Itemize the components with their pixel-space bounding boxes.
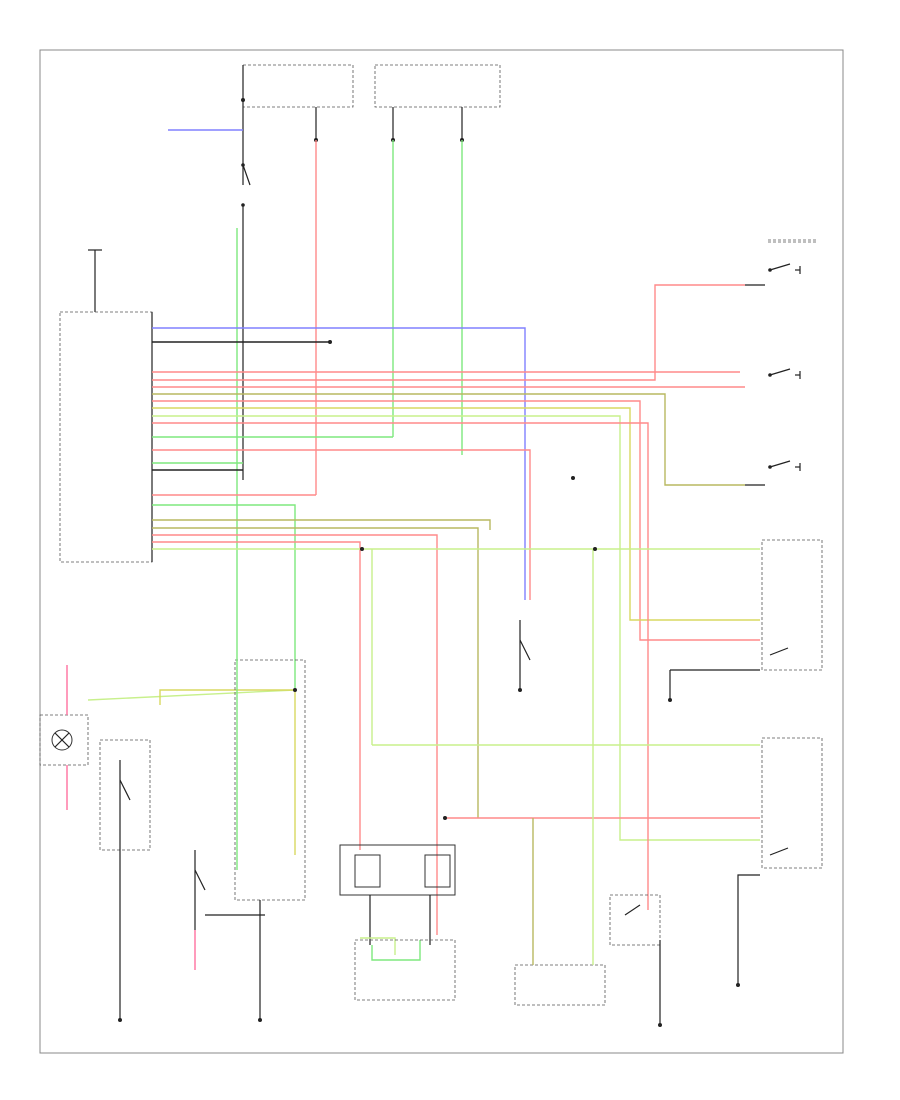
top-switch [241, 163, 251, 207]
wire-red-2 [152, 284, 745, 381]
bottom-lock-actuator [354, 939, 456, 1001]
wire-red-5 [152, 422, 649, 910]
wire-lime-bottom [360, 937, 396, 955]
wire-lime-left-lower [87, 689, 296, 701]
wire-olive-1 [152, 393, 745, 486]
left-relay [99, 739, 151, 1022]
wire-red-6 [152, 449, 531, 600]
right-actuator-1 [668, 539, 823, 702]
wire-lime-1 [152, 415, 760, 841]
bottom-right-module [609, 894, 662, 1027]
center-switch [518, 620, 531, 692]
top-fuse-block [241, 64, 501, 480]
wire-green-h4 [152, 504, 296, 688]
door-switch-2 [768, 368, 801, 379]
wire-red-8 [152, 541, 361, 850]
wire-red-7 [152, 534, 438, 935]
bottom-right-relay [514, 549, 606, 1006]
right-actuator-2 [736, 737, 823, 987]
wire-yellow-left-lower [159, 689, 296, 855]
door-switch-1 [745, 263, 801, 286]
control-module [59, 311, 153, 563]
middle-left-relay [194, 850, 265, 930]
wire-olive-3 [152, 527, 479, 818]
wire-blue-module [152, 327, 526, 600]
lower-mid-module [234, 659, 306, 1022]
ground-left-top [88, 249, 102, 312]
diagram-frame [39, 49, 844, 1054]
wire-yellow-1 [152, 407, 760, 621]
junction-dots [293, 340, 597, 820]
wire-red-4 [152, 400, 760, 641]
lower-left-lamp [39, 714, 89, 766]
wire-green-bottom [371, 940, 421, 961]
wire-olive-2 [152, 519, 491, 530]
bottom-center-relay-box [339, 844, 456, 945]
dashed-marker-top-right [767, 239, 817, 243]
door-switch-3 [745, 460, 801, 486]
